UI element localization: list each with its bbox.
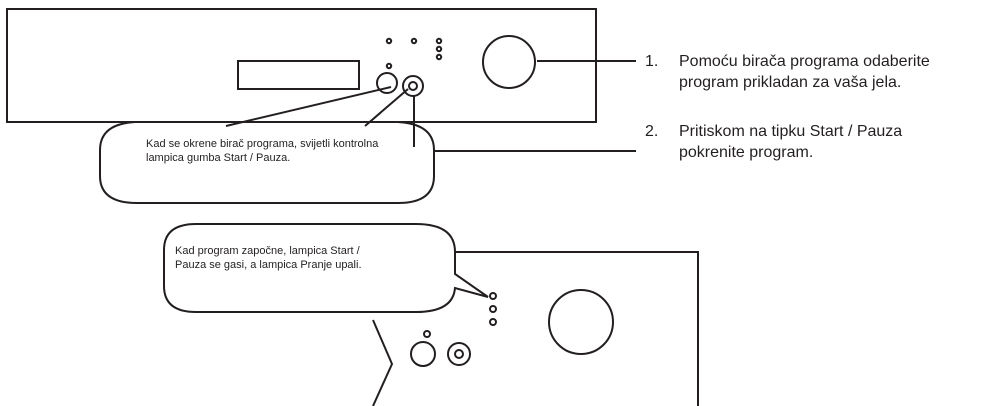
indicator-led xyxy=(435,53,443,61)
indicator-led xyxy=(385,37,393,45)
step-text: Pomoću birača programa odaberite program… xyxy=(679,53,930,91)
program-selector-dial-zoom xyxy=(548,289,614,355)
indicator-led xyxy=(435,45,443,53)
step-number: 1. xyxy=(645,53,659,70)
indicator-led xyxy=(410,37,418,45)
indicator-led xyxy=(435,37,443,45)
callout-text-top: Kad se okrene birač programa, svijetli k… xyxy=(146,138,379,164)
display-window xyxy=(237,60,360,90)
step-text: Pritiskom na tipku Start / Pauza pokreni… xyxy=(679,123,903,161)
step-item: 1. Pomoću birača programa odaberite prog… xyxy=(645,51,981,95)
leader-line xyxy=(225,86,392,127)
indicator-led xyxy=(385,62,393,70)
callout-bubble-top xyxy=(99,121,435,204)
secondary-button xyxy=(376,72,398,94)
control-panel-top xyxy=(6,8,597,123)
program-selector-dial xyxy=(482,35,536,89)
callout-bubble-bottom xyxy=(163,223,489,313)
indicator-led-zoom xyxy=(489,318,497,326)
leader-line xyxy=(364,88,409,127)
indicator-led-zoom xyxy=(489,292,497,300)
callout-text-bottom: Kad program započne, lampica Start / Pau… xyxy=(175,245,362,271)
step-item: 2. Pritiskom na tipku Start / Pauza pokr… xyxy=(645,121,981,165)
control-panel-bottom xyxy=(455,251,699,406)
secondary-button-zoom xyxy=(410,341,436,367)
start-pause-button-ring xyxy=(408,81,418,91)
panel-cut-edge xyxy=(372,319,394,406)
start-pause-button-zoom xyxy=(447,342,471,366)
indicator-led-zoom xyxy=(423,330,431,338)
start-pause-button-zoom-ring xyxy=(454,349,464,359)
step-number: 2. xyxy=(645,123,659,140)
start-pause-button xyxy=(402,75,424,97)
indicator-led-zoom xyxy=(489,305,497,313)
